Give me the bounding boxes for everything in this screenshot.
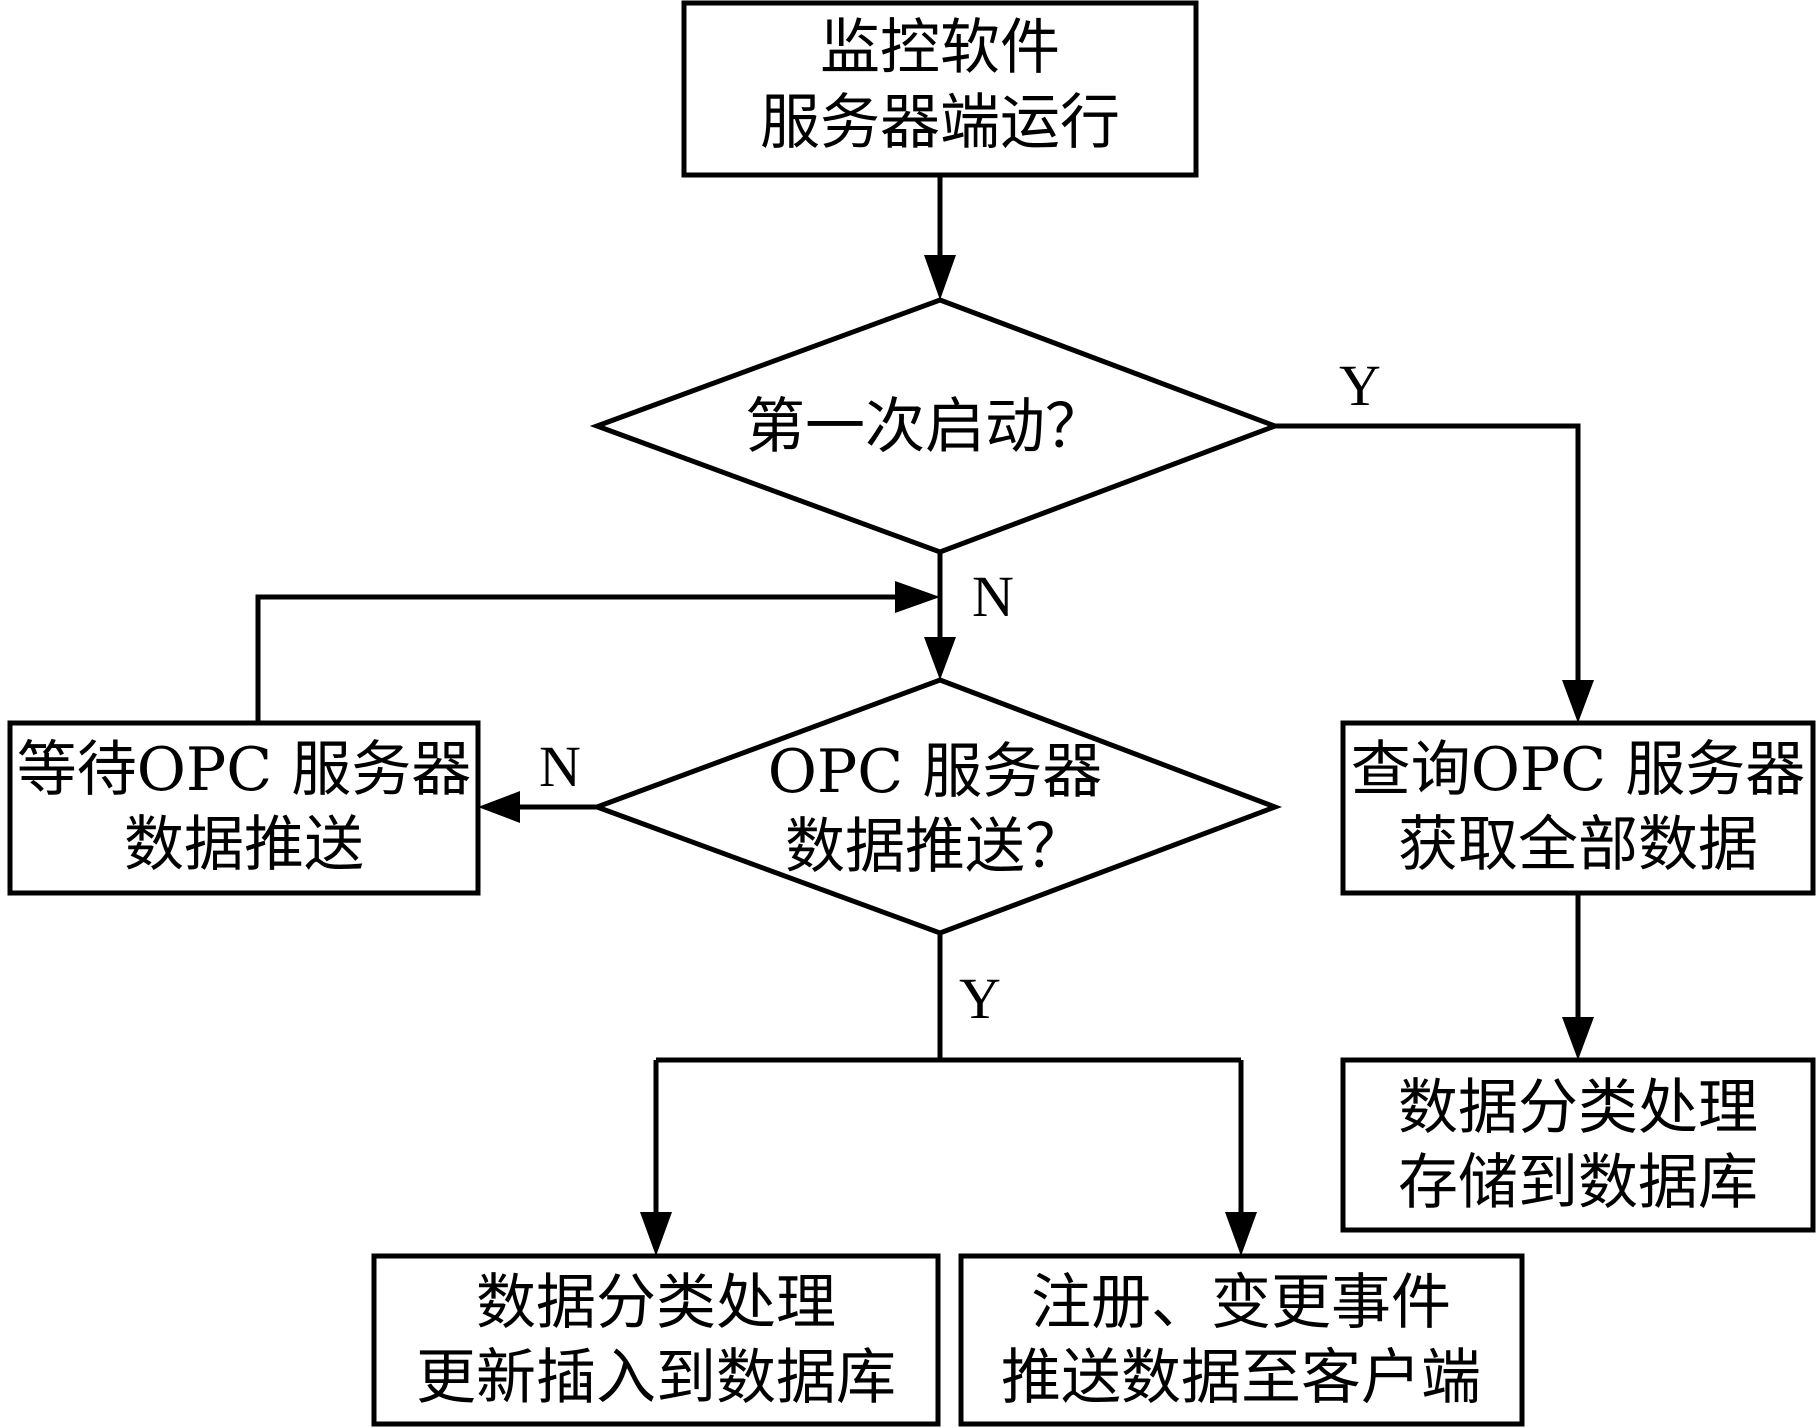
node-classify-store-line-2: 存储到数据库 xyxy=(1398,1148,1758,1218)
decision-opc-push: OPC 服务器 数据推送？ xyxy=(589,677,1283,936)
node-classify-store: 数据分类处理 存储到数据库 xyxy=(1340,1057,1816,1233)
decision-first-start: 第一次启动？ xyxy=(589,297,1283,555)
label-opc-push-yes: Y xyxy=(959,966,1001,1031)
node-query-all-line-2: 获取全部数据 xyxy=(1398,810,1758,880)
edge-query-to-store xyxy=(1562,893,1594,1060)
node-notify-clients-line-1: 注册、变更事件 xyxy=(1031,1268,1451,1338)
decision-first-start-label: 第一次启动？ xyxy=(745,392,1105,462)
edge-first-start-no xyxy=(924,552,956,680)
node-classify-update: 数据分类处理 更新插入到数据库 xyxy=(371,1253,941,1427)
edge-wait-loop-back xyxy=(255,581,940,723)
edge-start-to-first-start xyxy=(924,175,956,300)
node-query-all-line-1: 查询OPC 服务器 xyxy=(1351,735,1806,805)
node-notify-clients: 注册、变更事件 推送数据至客户端 xyxy=(958,1253,1525,1427)
edge-opc-push-no xyxy=(478,791,597,823)
node-classify-store-line-1: 数据分类处理 xyxy=(1398,1073,1758,1143)
node-wait-push: 等待OPC 服务器 数据推送 xyxy=(7,720,481,896)
edge-opc-push-yes xyxy=(640,933,1257,1256)
node-classify-update-line-2: 更新插入到数据库 xyxy=(416,1343,896,1413)
edge-first-start-yes xyxy=(1275,423,1594,723)
node-classify-update-line-1: 数据分类处理 xyxy=(476,1268,836,1338)
node-start: 监控软件 服务器端运行 xyxy=(681,0,1199,178)
node-query-all: 查询OPC 服务器 获取全部数据 xyxy=(1340,720,1816,896)
node-start-line-1: 监控软件 xyxy=(820,13,1060,83)
node-wait-push-line-1: 等待OPC 服务器 xyxy=(17,735,472,805)
label-opc-push-no: N xyxy=(539,734,581,799)
label-first-start-yes: Y xyxy=(1339,353,1381,418)
node-notify-clients-line-2: 推送数据至客户端 xyxy=(1001,1343,1481,1413)
decision-opc-push-line-2: 数据推送？ xyxy=(785,812,1085,882)
label-first-start-no: N xyxy=(972,564,1014,629)
node-start-line-2: 服务器端运行 xyxy=(760,88,1120,158)
node-wait-push-line-2: 数据推送 xyxy=(124,810,364,880)
decision-opc-push-line-1: OPC 服务器 xyxy=(768,737,1103,807)
